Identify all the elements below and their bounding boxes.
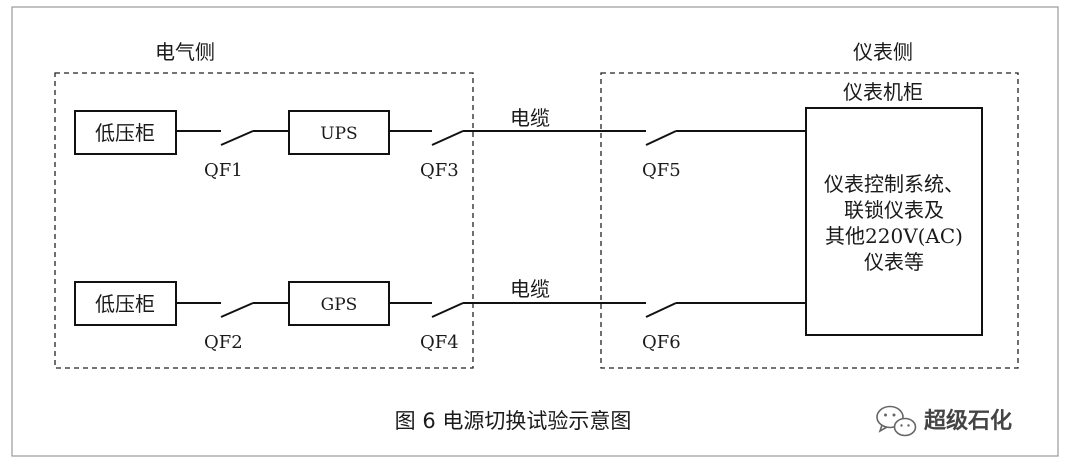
- breaker-qf3-switch: [431, 130, 464, 146]
- breaker-qf1-switch: [220, 130, 254, 146]
- instrument-side-region: [600, 72, 1019, 369]
- instrument-cabinet-box: [805, 107, 983, 336]
- bottom-cable-label: 电缆: [510, 277, 550, 301]
- breaker-qf2-switch: [220, 302, 254, 318]
- bottom-source-label: 低压柜: [95, 292, 155, 316]
- breaker-qf3-label: QF3: [420, 160, 459, 181]
- top-low-voltage-cabinet: [74, 110, 177, 155]
- top-cable-label: 电缆: [510, 106, 550, 130]
- ups-box: [288, 110, 390, 155]
- breaker-qf6-label: QF6: [642, 332, 681, 353]
- electrical-side-title: 电气侧: [155, 40, 215, 64]
- ups-label: UPS: [320, 124, 357, 144]
- bottom-row: 低压柜 QF2 GPS QF4 电缆 QF6: [74, 277, 806, 353]
- breaker-qf4-switch: [431, 302, 464, 318]
- gps-label: GPS: [321, 295, 358, 315]
- top-row: 低压柜 QF1 UPS QF3 电缆 QF5: [74, 106, 806, 181]
- outer-frame: [11, 6, 1059, 457]
- top-source-label: 低压柜: [95, 121, 155, 145]
- instrument-side-title: 仪表侧: [853, 40, 913, 64]
- cabinet-content-line-2: 联锁仪表及: [844, 198, 944, 222]
- cabinet-content-line-1: 仪表控制系统、: [824, 172, 964, 196]
- cabinet-content-line-3: 其他220V(AC): [825, 224, 963, 248]
- gps-box: [288, 281, 390, 326]
- breaker-qf1-label: QF1: [204, 160, 243, 181]
- breaker-qf5-label: QF5: [642, 160, 681, 181]
- breaker-qf2-label: QF2: [204, 332, 243, 353]
- figure-caption: 图 6 电源切换试验示意图: [395, 409, 632, 433]
- breaker-qf4-label: QF4: [420, 332, 459, 353]
- watermark-text: 超级石化: [924, 408, 1012, 434]
- breaker-qf6-switch: [645, 302, 677, 318]
- cabinet-content-line-4: 仪表等: [864, 250, 924, 274]
- breaker-qf5-switch: [645, 130, 677, 146]
- instrument-cabinet-title: 仪表机柜: [843, 80, 923, 104]
- electrical-side-region: [54, 72, 474, 369]
- wechat-icon: [876, 405, 917, 437]
